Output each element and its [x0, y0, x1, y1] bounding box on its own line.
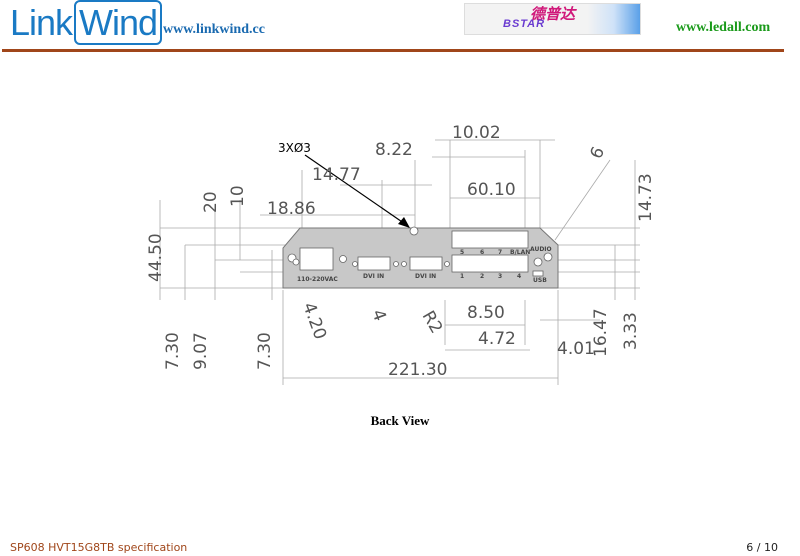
bstar-logo — [464, 3, 641, 35]
label-usb: USB — [533, 277, 547, 284]
audio-jack — [533, 257, 543, 267]
label-1: 1 — [460, 273, 464, 280]
label-4: 4 — [517, 273, 521, 280]
panel-cutouts — [287, 226, 553, 277]
bstar-logo-cn: 德普达 — [530, 6, 576, 23]
power-socket — [299, 247, 334, 271]
header-divider — [2, 49, 784, 52]
dim-221-30: 221.30 — [388, 360, 447, 380]
dim-8-22: 8.22 — [375, 140, 413, 160]
dim-4-20: 4.20 — [298, 300, 330, 342]
card-slot-top — [451, 230, 529, 249]
logo-text-boxed: Wind — [74, 0, 163, 45]
dim-4-01: 4.01 — [557, 339, 595, 359]
leader-arrow — [304, 154, 409, 227]
dim-6: 6 — [586, 144, 609, 162]
hole-note: 3XØ3 — [278, 141, 311, 155]
label-dvi-2: DVI IN — [415, 273, 436, 280]
linkwind-url: www.linkwind.cc — [163, 22, 265, 37]
label-5: 5 — [460, 249, 464, 256]
dim-3-33: 3.33 — [621, 312, 641, 350]
bstar-logo-en: BSTAR — [503, 18, 546, 30]
dim-20: 20 — [201, 191, 221, 213]
card-slot-bottom — [451, 254, 529, 273]
dvi-port-2 — [409, 256, 443, 271]
label-6: 6 — [480, 249, 484, 256]
dim-18-86: 18.86 — [267, 199, 316, 219]
dim-16-47: 16.47 — [591, 308, 611, 357]
dim-10-02: 10.02 — [452, 123, 501, 143]
ledall-url: www.ledall.com — [676, 20, 771, 35]
label-audio: AUDIO — [530, 246, 552, 253]
usb-port — [532, 270, 544, 277]
dim-4: 4 — [367, 307, 389, 324]
label-7: 7 — [498, 249, 502, 256]
dim-r2: R2 — [418, 308, 447, 338]
dvi-port-1 — [357, 256, 391, 271]
figure-caption: Back View — [370, 413, 430, 428]
dim-44-50: 44.50 — [146, 233, 166, 282]
footer-title: SP608 HVT15G8TB specification — [10, 541, 188, 554]
dim-8-50: 8.50 — [467, 303, 505, 323]
label-2: 2 — [480, 273, 484, 280]
dim-7-30-left: 7.30 — [163, 332, 183, 370]
logo-text: Link — [10, 2, 73, 43]
page-number: 6 / 10 — [746, 541, 778, 554]
dim-4-72: 4.72 — [478, 329, 516, 349]
label-3: 3 — [498, 273, 502, 280]
label-blan: B/LAN — [510, 249, 530, 256]
dim-9-07: 9.07 — [191, 332, 211, 370]
label-dvi-1: DVI IN — [363, 273, 384, 280]
dim-7-30-right: 7.30 — [255, 332, 275, 370]
dim-60-10: 60.10 — [467, 180, 516, 200]
dim-10: 10 — [228, 185, 248, 207]
dim-14-77: 14.77 — [312, 165, 361, 185]
dim-14-73: 14.73 — [636, 173, 656, 222]
label-power: 110-220VAC — [297, 276, 338, 283]
